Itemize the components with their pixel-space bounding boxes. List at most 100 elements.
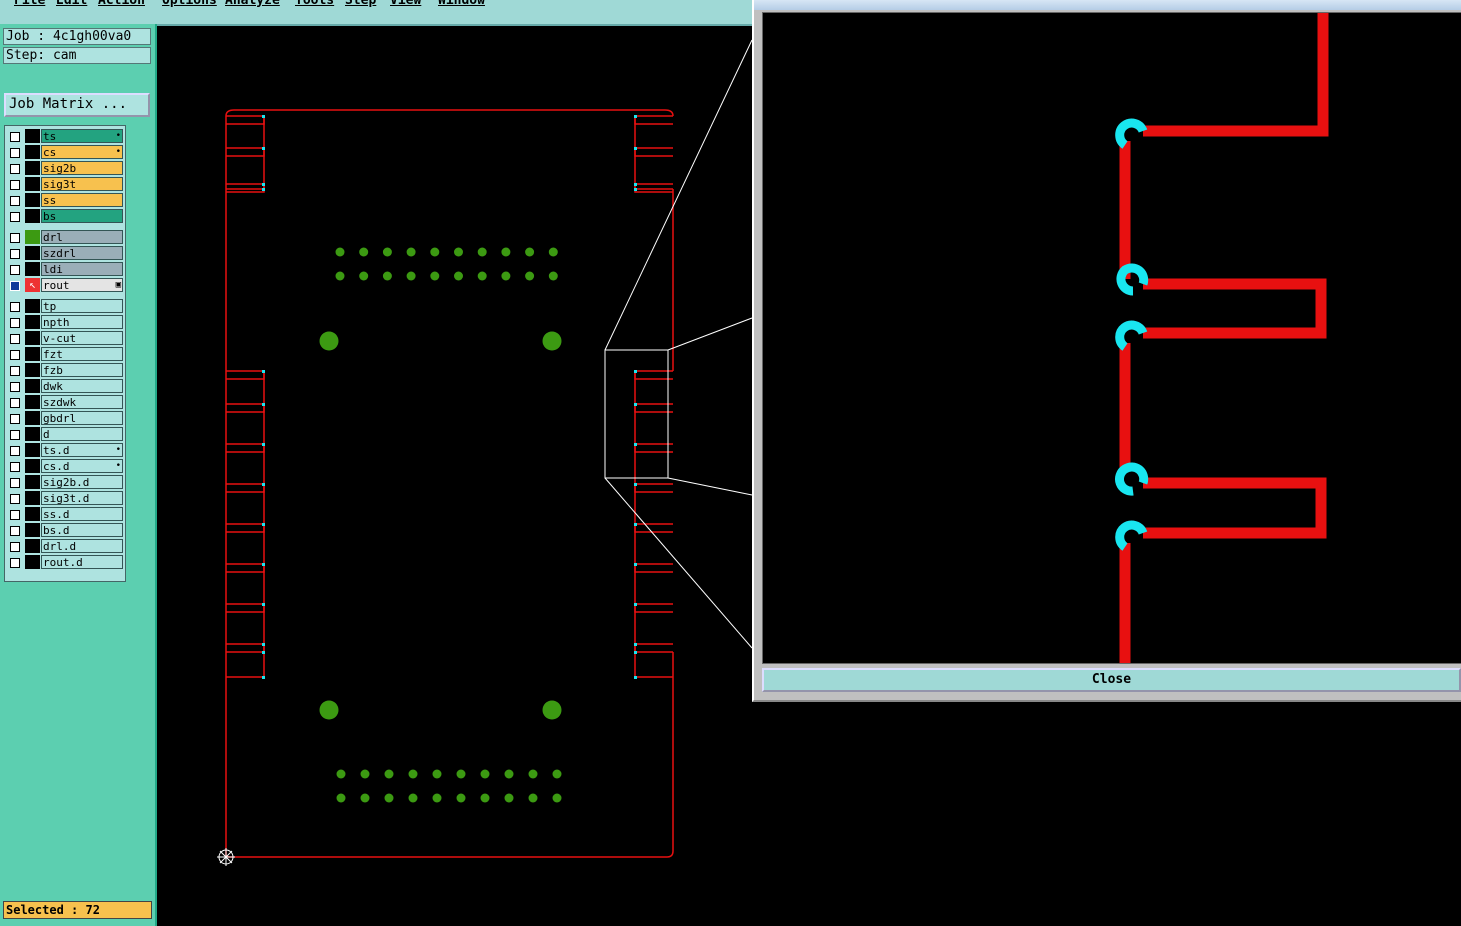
layer-checkbox[interactable]	[10, 265, 20, 275]
layer-color-swatch[interactable]	[25, 246, 40, 260]
close-button[interactable]: Close	[762, 668, 1461, 692]
layer-name[interactable]: v-cut	[41, 331, 123, 345]
layer-checkbox[interactable]	[10, 382, 20, 392]
job-matrix-button[interactable]: Job Matrix ...	[4, 93, 150, 117]
layer-name[interactable]: bs.d	[41, 523, 123, 537]
layer-row-szdrl[interactable]: szdrl	[5, 246, 125, 262]
layer-color-swatch[interactable]	[25, 315, 40, 329]
menu-options[interactable]: Options	[162, 0, 217, 8]
layer-color-swatch[interactable]	[25, 411, 40, 425]
layer-color-swatch[interactable]	[25, 193, 40, 207]
layer-row-szdwk[interactable]: szdwk	[5, 395, 125, 411]
layer-checkbox[interactable]	[10, 302, 20, 312]
layer-checkbox[interactable]	[10, 446, 20, 456]
layer-checkbox[interactable]	[10, 249, 20, 259]
layer-checkbox[interactable]	[10, 148, 20, 158]
layer-checkbox[interactable]	[10, 196, 20, 206]
layer-checkbox[interactable]	[10, 318, 20, 328]
zoom-view[interactable]	[762, 12, 1461, 664]
layer-name[interactable]: bs	[41, 209, 123, 223]
layer-color-swatch[interactable]	[25, 299, 40, 313]
layer-name[interactable]: sig2b.d	[41, 475, 123, 489]
layer-row-rout-d[interactable]: rout.d	[5, 555, 125, 571]
layer-color-swatch[interactable]	[25, 523, 40, 537]
layer-row-fzb[interactable]: fzb	[5, 363, 125, 379]
layer-name[interactable]: ss	[41, 193, 123, 207]
layer-row-sig2b[interactable]: sig2b	[5, 161, 125, 177]
layer-checkbox[interactable]	[10, 132, 20, 142]
layer-row-rout[interactable]: ↖rout▣	[5, 278, 125, 294]
layer-color-swatch[interactable]	[25, 363, 40, 377]
layer-checkbox[interactable]	[10, 212, 20, 222]
layer-row-cs-d[interactable]: cs.d•	[5, 459, 125, 475]
layer-name[interactable]: cs•	[41, 145, 123, 159]
layer-name[interactable]: szdrl	[41, 246, 123, 260]
layer-color-swatch[interactable]	[25, 427, 40, 441]
menu-window[interactable]: Window	[438, 0, 485, 8]
menu-analyze[interactable]: Analyze	[225, 0, 280, 8]
layer-name[interactable]: sig3t.d	[41, 491, 123, 505]
layer-color-swatch[interactable]	[25, 177, 40, 191]
layer-row-ss[interactable]: ss	[5, 193, 125, 209]
layer-checkbox[interactable]	[10, 430, 20, 440]
layer-name[interactable]: fzt	[41, 347, 123, 361]
layer-color-swatch[interactable]	[25, 230, 40, 244]
layer-name[interactable]: d	[41, 427, 123, 441]
layer-checkbox[interactable]	[10, 526, 20, 536]
layer-row-d[interactable]: d	[5, 427, 125, 443]
layer-row-ldi[interactable]: ldi	[5, 262, 125, 278]
layer-name[interactable]: ss.d	[41, 507, 123, 521]
layer-name[interactable]: drl	[41, 230, 123, 244]
layer-row-ts[interactable]: ts•	[5, 129, 125, 145]
layer-checkbox[interactable]	[10, 233, 20, 243]
layer-color-swatch[interactable]	[25, 459, 40, 473]
layer-name[interactable]: rout.d	[41, 555, 123, 569]
layer-name[interactable]: cs.d•	[41, 459, 123, 473]
layer-color-swatch[interactable]	[25, 331, 40, 345]
layer-color-swatch[interactable]	[25, 145, 40, 159]
layer-color-swatch[interactable]	[25, 209, 40, 223]
layer-color-swatch[interactable]	[25, 555, 40, 569]
layer-row-drl[interactable]: drl	[5, 230, 125, 246]
layer-row-sig2b-d[interactable]: sig2b.d	[5, 475, 125, 491]
layer-row-bs-d[interactable]: bs.d	[5, 523, 125, 539]
layer-color-swatch[interactable]	[25, 443, 40, 457]
layer-checkbox[interactable]	[10, 558, 20, 568]
layer-name[interactable]: sig3t	[41, 177, 123, 191]
menu-step[interactable]: Step	[345, 0, 377, 8]
layer-name[interactable]: fzb	[41, 363, 123, 377]
layer-row-gbdrl[interactable]: gbdrl	[5, 411, 125, 427]
layer-name[interactable]: sig2b	[41, 161, 123, 175]
layer-name[interactable]: ts.d•	[41, 443, 123, 457]
layer-checkbox[interactable]	[10, 180, 20, 190]
layer-color-swatch[interactable]	[25, 161, 40, 175]
menu-view[interactable]: View	[390, 0, 422, 8]
layer-color-swatch[interactable]	[25, 475, 40, 489]
layer-name[interactable]: npth	[41, 315, 123, 329]
layer-checkbox[interactable]	[10, 398, 20, 408]
layer-name[interactable]: drl.d	[41, 539, 123, 553]
layer-name[interactable]: rout▣	[41, 278, 123, 292]
layer-row-dwk[interactable]: dwk	[5, 379, 125, 395]
layer-color-swatch[interactable]	[25, 507, 40, 521]
layer-checkbox[interactable]	[10, 542, 20, 552]
layer-row-cs[interactable]: cs•	[5, 145, 125, 161]
zoom-titlebar[interactable]	[754, 0, 1461, 10]
layer-color-swatch[interactable]	[25, 129, 40, 143]
work-layer-arrow-icon[interactable]: ↖	[25, 278, 40, 292]
layer-checkbox[interactable]	[10, 414, 20, 424]
graphics-canvas[interactable]	[157, 26, 1461, 926]
layer-row-sig3t-d[interactable]: sig3t.d	[5, 491, 125, 507]
layer-row-npth[interactable]: npth	[5, 315, 125, 331]
layer-row-tp[interactable]: tp	[5, 299, 125, 315]
menu-file[interactable]: File	[14, 0, 46, 8]
layer-checkbox[interactable]	[10, 164, 20, 174]
layer-row-ts-d[interactable]: ts.d•	[5, 443, 125, 459]
layer-name[interactable]: dwk	[41, 379, 123, 393]
layer-row-fzt[interactable]: fzt	[5, 347, 125, 363]
layer-name[interactable]: tp	[41, 299, 123, 313]
layer-checkbox[interactable]	[10, 350, 20, 360]
layer-color-swatch[interactable]	[25, 395, 40, 409]
layer-row-v-cut[interactable]: v-cut	[5, 331, 125, 347]
layer-name[interactable]: gbdrl	[41, 411, 123, 425]
